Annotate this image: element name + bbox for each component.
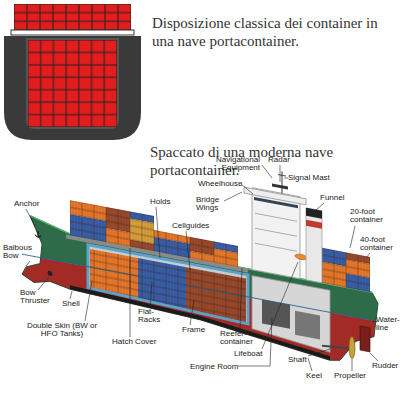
leader-lines — [241, 184, 253, 194]
leader-lines — [150, 282, 152, 307]
part-label: Flat-Racks — [138, 308, 166, 324]
ship-cutaway — [255, 243, 297, 251]
leader-lines — [224, 192, 242, 201]
cross-section — [4, 4, 141, 140]
leader-lines — [308, 349, 330, 356]
ship-cutaway — [272, 183, 288, 189]
part-label: Shell — [62, 300, 80, 308]
ship-cutaway — [0, 150, 400, 404]
leader-lines — [284, 178, 288, 179]
part-label: Bridge Wings — [196, 196, 226, 212]
part-label: Keel — [306, 372, 322, 380]
part-label: Hatch Cover — [112, 338, 156, 346]
part-label: Cellguides — [172, 222, 209, 230]
leader-lines — [70, 291, 72, 299]
ship-cutaway — [252, 276, 330, 353]
leader-lines — [190, 300, 194, 325]
part-label: Bow Thruster — [20, 289, 58, 305]
ship-cutaway — [22, 254, 377, 321]
leader-lines — [262, 165, 272, 178]
cross-section — [11, 30, 134, 35]
leader-lines — [38, 278, 48, 290]
ship-cutaway — [278, 175, 286, 177]
cross-section — [28, 40, 117, 127]
cross-section — [26, 38, 119, 129]
leader-lines — [352, 359, 353, 371]
leader-lines — [156, 207, 160, 258]
ship-cutaway — [281, 171, 282, 193]
part-label: 20-foot container — [350, 208, 392, 224]
ship-cutaway — [22, 214, 378, 369]
ship-cutaway — [306, 208, 322, 219]
ship-cutaway — [349, 336, 355, 359]
ship-cutaway — [0, 118, 400, 404]
cross-section — [28, 40, 117, 127]
leader-lines — [26, 165, 378, 371]
leader-lines — [308, 358, 312, 371]
part-label: Double Skin (BW or HFO Tanks) — [26, 322, 98, 338]
part-label: 40-foot container — [360, 236, 400, 252]
leader-lines — [240, 268, 242, 329]
part-label: Rudder — [372, 362, 398, 370]
leader-lines — [262, 262, 298, 349]
heading-text: Disposizione classica dei container in u… — [152, 14, 400, 50]
part-label: Anchor — [14, 200, 39, 208]
part-label: Water-line — [376, 316, 402, 332]
leader-lines — [85, 281, 92, 321]
leader-lines — [26, 209, 35, 226]
leader-lines — [316, 203, 324, 210]
ship-cutaway — [255, 213, 297, 221]
part-label: Radar — [268, 156, 290, 164]
cross-section — [4, 36, 141, 140]
cross-section — [14, 4, 131, 30]
ship-cutaway — [255, 228, 297, 236]
ship-cutaway — [35, 231, 41, 238]
ship-cutaway — [306, 220, 322, 229]
leader-lines — [26, 261, 30, 266]
part-label: Lifeboat — [234, 350, 262, 358]
part-label: Signal Mast — [288, 174, 330, 182]
part-label: Wheelhouse — [198, 180, 242, 188]
cross-section — [14, 4, 131, 30]
leader-lines — [350, 226, 355, 248]
part-label: Funnel — [320, 194, 344, 202]
part-label: Holds — [150, 198, 170, 206]
leader-lines — [366, 253, 370, 258]
ship-cutaway — [295, 311, 320, 340]
part-label: Shaft — [288, 356, 307, 364]
part-label: Reefer-container — [220, 330, 258, 346]
leader-lines — [186, 231, 190, 270]
part-label: Balbous Bow — [3, 244, 37, 260]
ship-cutaway — [322, 248, 370, 292]
part-label: Frame — [182, 326, 205, 334]
part-label: Engine Room — [190, 363, 238, 371]
part-label: Navigational Equipment — [200, 156, 260, 172]
ship-cutaway — [360, 326, 370, 352]
part-label: Propeller — [334, 372, 366, 380]
ship-cutaway — [254, 197, 298, 208]
leader-lines — [370, 353, 378, 361]
ship-cutaway — [306, 208, 322, 283]
leader-lines — [280, 165, 281, 182]
ship-cutaway — [48, 270, 53, 276]
leader-lines — [130, 248, 131, 337]
ship-cutaway — [295, 253, 307, 260]
